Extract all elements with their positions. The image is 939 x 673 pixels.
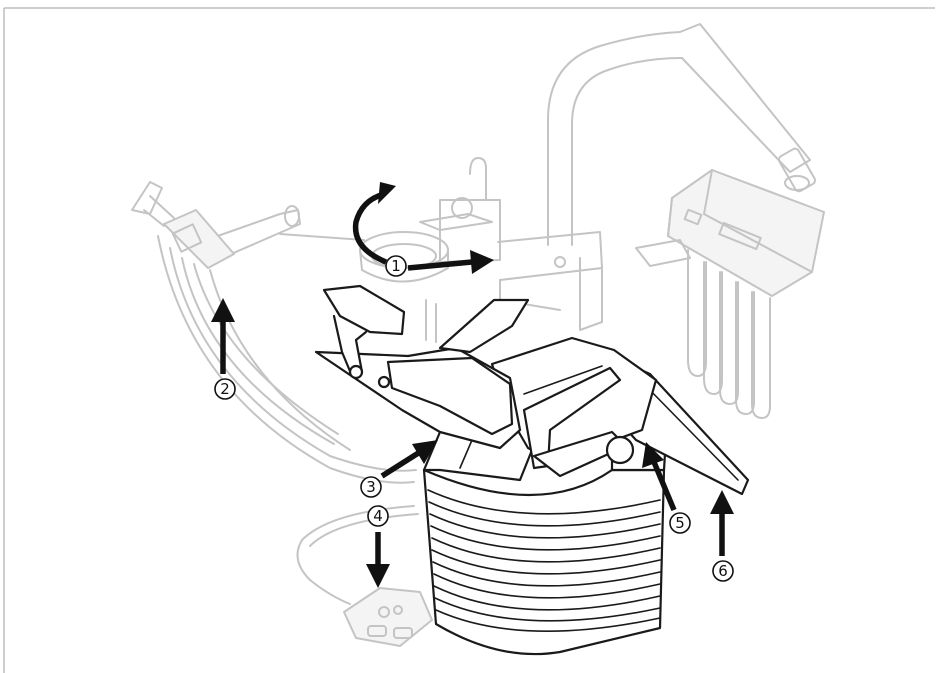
callout-1: 1 — [386, 256, 406, 276]
callout-5: 5 — [670, 513, 690, 533]
svg-text:1: 1 — [391, 257, 401, 275]
doctor-element-tray — [636, 170, 824, 418]
svg-text:5: 5 — [675, 514, 685, 532]
svg-text:2: 2 — [220, 380, 230, 398]
callout-4: 4 — [368, 506, 388, 526]
arrow-1-rotate — [356, 182, 494, 274]
svg-text:4: 4 — [373, 507, 383, 525]
svg-text:6: 6 — [718, 562, 728, 580]
callout-2: 2 — [215, 379, 235, 399]
callout-3: 3 — [361, 477, 381, 497]
arrow-4 — [366, 532, 390, 588]
arrow-6 — [710, 490, 734, 556]
foot-control — [298, 506, 433, 646]
callout-6: 6 — [713, 561, 733, 581]
svg-text:3: 3 — [366, 478, 376, 496]
